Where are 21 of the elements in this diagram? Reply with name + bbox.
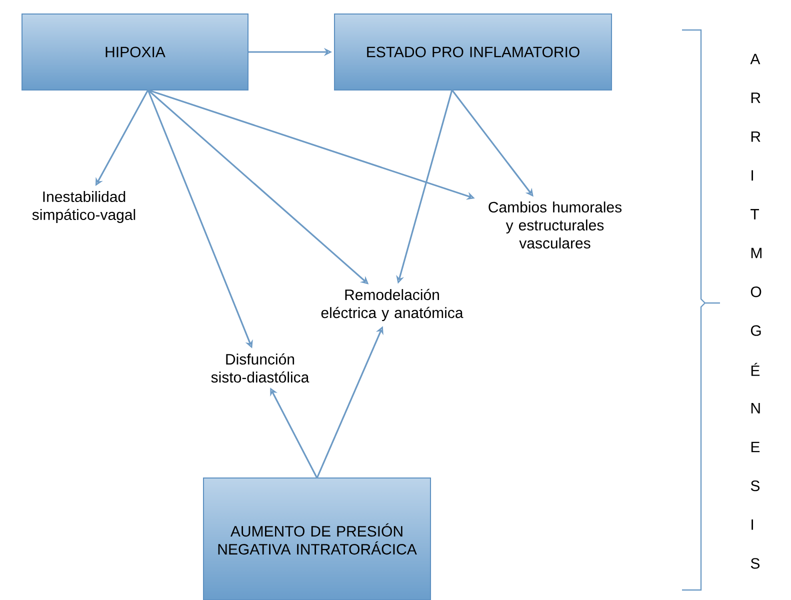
letter-label: R	[751, 131, 760, 142]
letter-label: S	[750, 558, 760, 569]
letter-label: R	[751, 92, 760, 103]
letter-label: T	[750, 209, 760, 220]
letter-label: É	[751, 362, 760, 376]
node-text: Inestabilidad simpático-vagal	[32, 191, 136, 223]
process-box: HIPOXIA	[22, 14, 248, 90]
node-text: Cambios humorales y estructurales vasculares	[488, 202, 622, 248]
node-text: Disfunción sisto-diastólica	[211, 353, 310, 383]
letter-label: M	[751, 248, 762, 258]
process-box: AUMENTO DE PRESIÓN NEGATIVA INTRATORÁCICA	[203, 478, 431, 600]
letter-label: S	[750, 480, 760, 492]
letter-label: I	[752, 519, 753, 530]
letter-label: G	[750, 325, 761, 336]
letter-label: E	[751, 442, 760, 452]
letter-label: A	[750, 54, 760, 64]
letter-label: I	[752, 170, 753, 181]
letter-label: N	[751, 403, 760, 414]
node-text: Remodelación eléctrica y anatómica	[321, 288, 464, 322]
letter-label: O	[750, 286, 762, 298]
process-box: ESTADO PRO INFLAMATORIO	[334, 14, 612, 90]
